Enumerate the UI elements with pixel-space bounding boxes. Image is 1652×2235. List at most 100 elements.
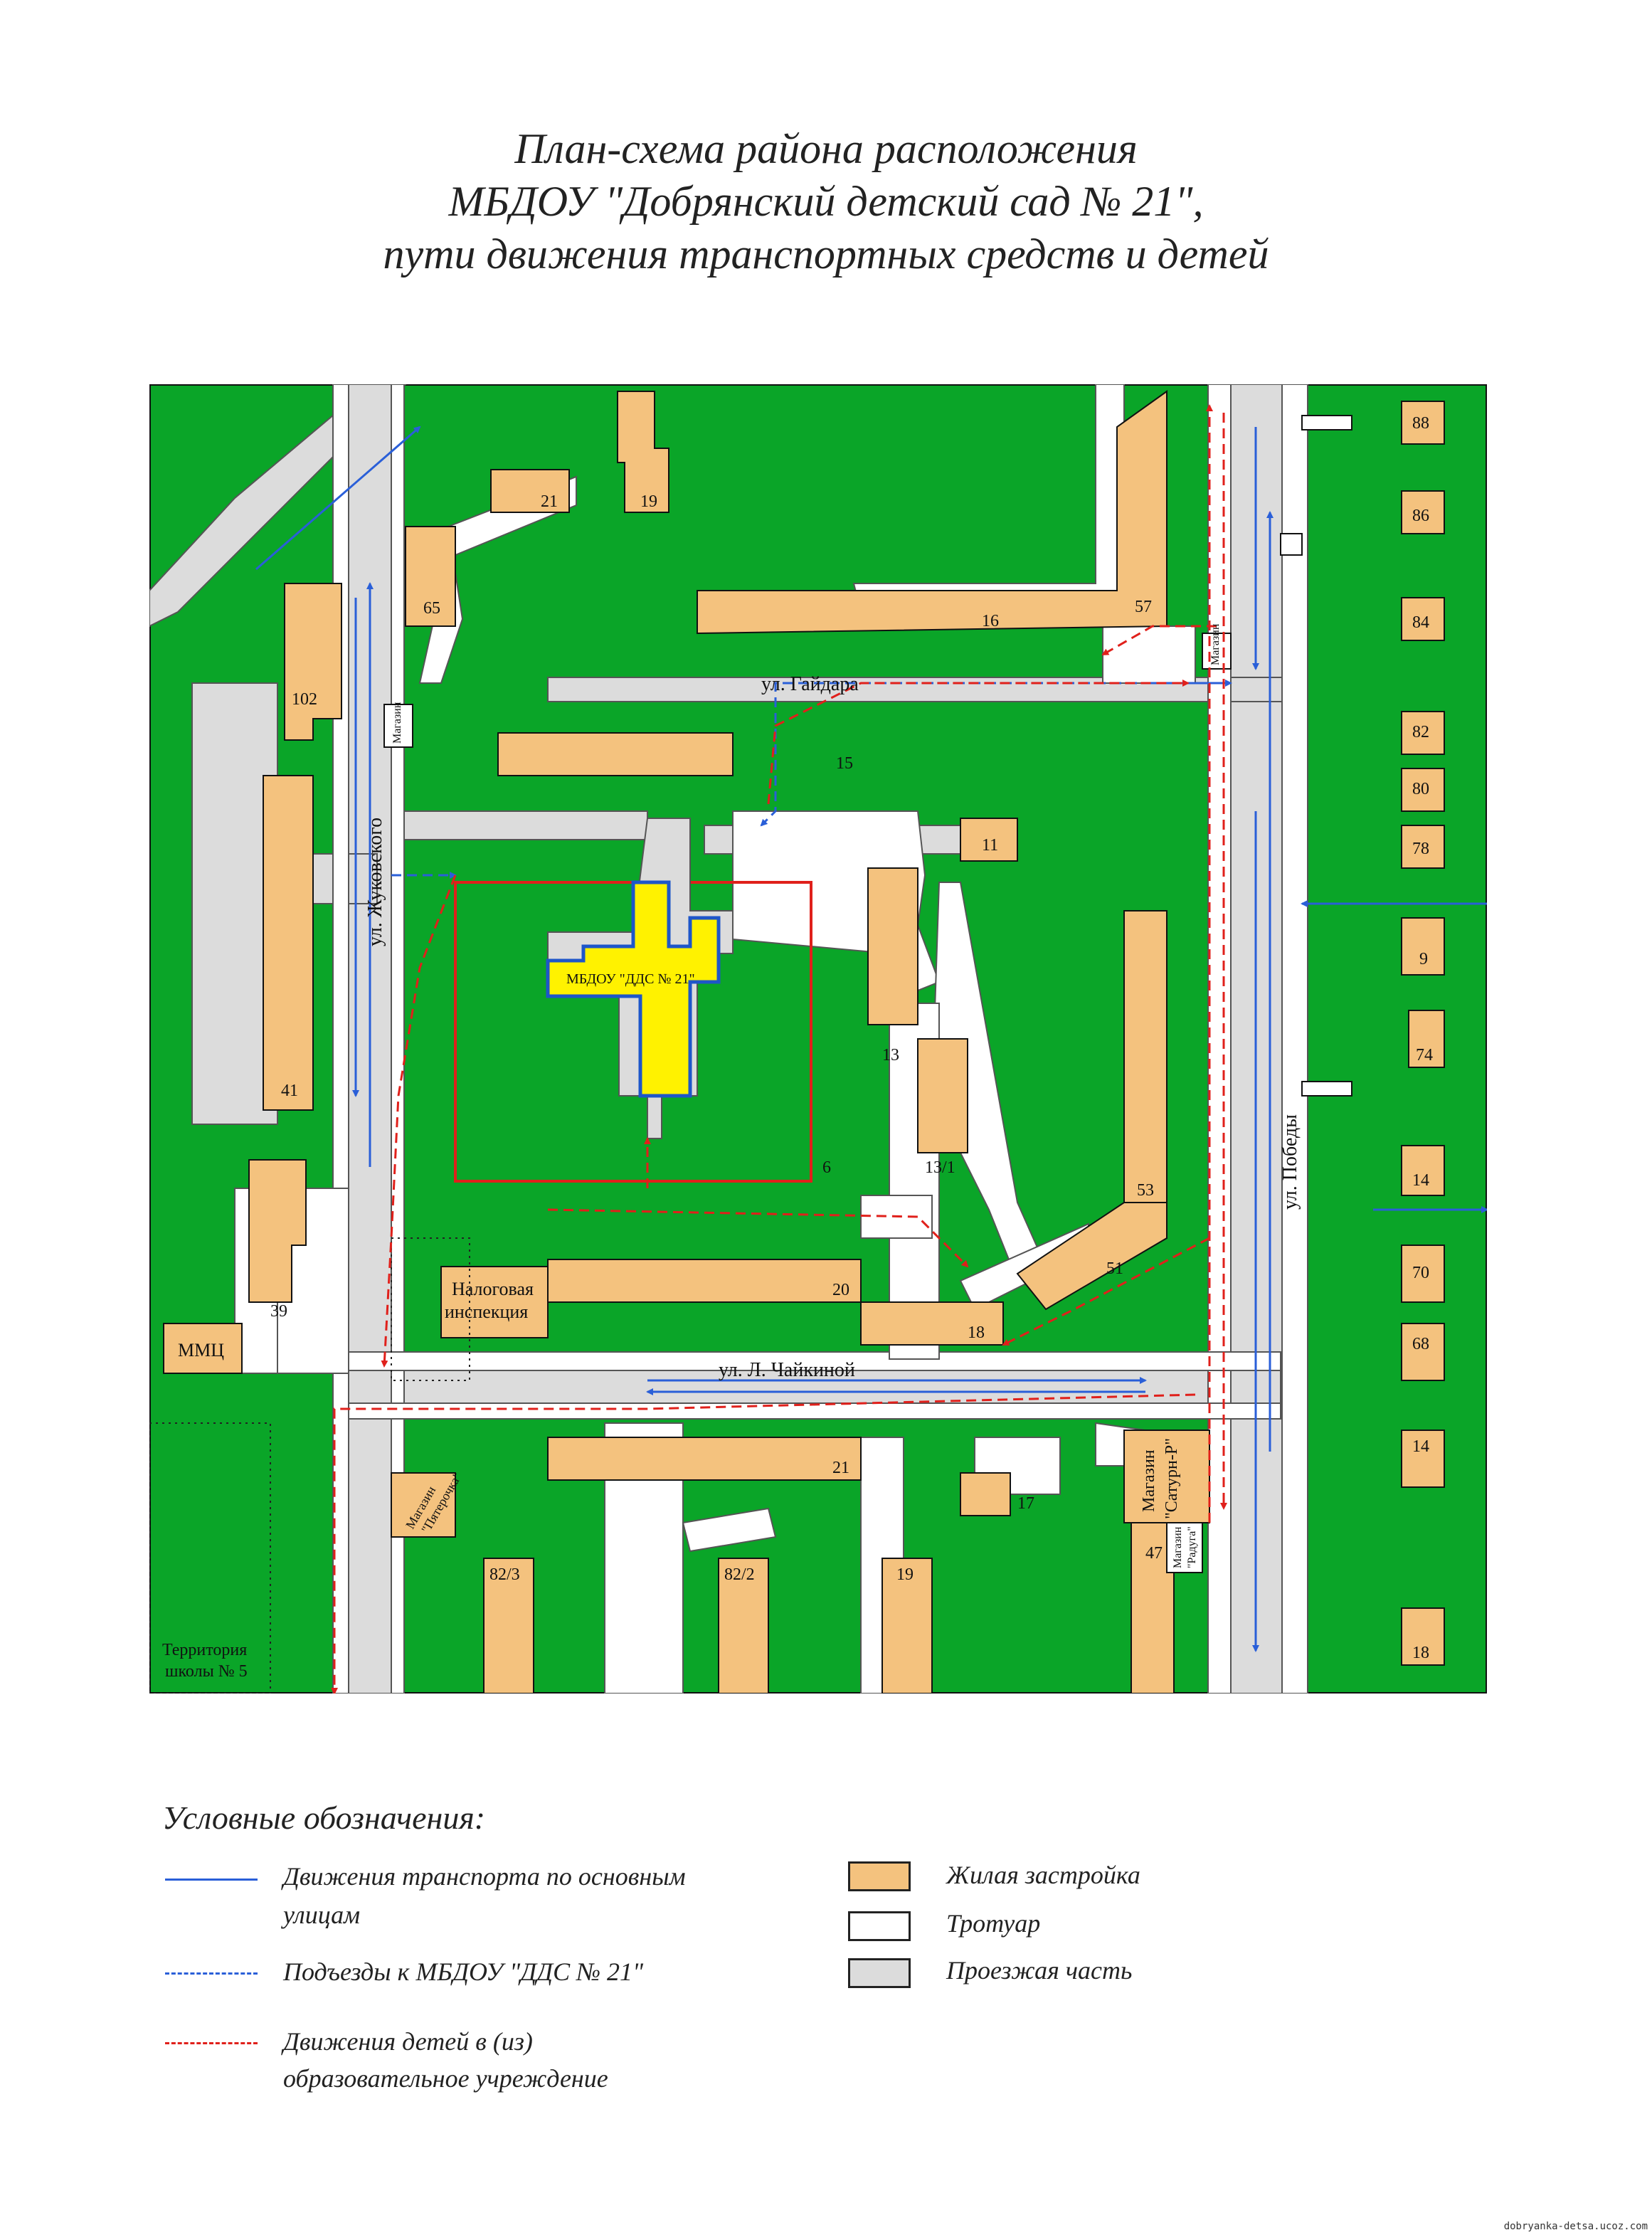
building-numbers: 21 19 65 57 16 88 86 84 102 15 82 80 78 … <box>270 414 1433 1662</box>
title-line-3: пути движения транспортных средств и дет… <box>383 231 1269 278</box>
legend-children-line <box>165 2042 258 2044</box>
building-74 <box>1408 1010 1445 1068</box>
num-82-2: 82/2 <box>724 1565 755 1584</box>
building-11 <box>960 818 1018 862</box>
children-route-shape <box>381 875 457 1368</box>
num-51: 51 <box>1106 1259 1123 1278</box>
children-route-shape <box>1002 1237 1210 1346</box>
num-86: 86 <box>1412 507 1429 525</box>
tax-label-2: инспекция <box>445 1301 528 1322</box>
num-17: 17 <box>1017 1494 1034 1513</box>
sidewalk-shape <box>1207 384 1232 1694</box>
num-20: 20 <box>832 1281 849 1299</box>
num-14-b: 14 <box>1412 1437 1429 1456</box>
num-13-1: 13/1 <box>925 1158 955 1177</box>
tax-fence <box>391 1237 470 1381</box>
small-structure-shape <box>1202 633 1232 670</box>
saturn-label-2: "Сатурн-Р" <box>1163 1438 1181 1519</box>
num-19-top: 19 <box>640 492 657 511</box>
num-19-low: 19 <box>896 1565 914 1584</box>
legend-approach-line <box>165 1972 258 1975</box>
num-16: 16 <box>982 612 999 630</box>
children-routes <box>331 404 1227 1694</box>
num-74: 74 <box>1416 1046 1433 1064</box>
school-label-2: школы № 5 <box>165 1662 248 1681</box>
roadway-shape <box>391 810 648 840</box>
num-21-low: 21 <box>832 1459 849 1477</box>
building-14-b <box>1401 1430 1445 1488</box>
school-fence <box>149 1422 271 1694</box>
pedestrian-crossing-shape <box>1301 415 1352 430</box>
building-51 <box>1016 1202 1167 1311</box>
num-82: 82 <box>1412 723 1429 741</box>
small-structure-shape <box>1166 1522 1203 1573</box>
building-88 <box>1401 401 1445 445</box>
building-17 <box>960 1472 1011 1516</box>
building-21-low <box>547 1437 862 1481</box>
building-19-low <box>881 1558 933 1694</box>
residential-buildings <box>163 390 1445 1694</box>
num-80: 80 <box>1412 780 1429 798</box>
legend-children-text-2: образовательное учреждение <box>283 2064 608 2093</box>
building-pyaterochka <box>391 1472 456 1538</box>
num-11: 11 <box>982 836 998 855</box>
num-84: 84 <box>1412 613 1429 632</box>
legend-transport-text-1: Движения транспорта по основным <box>283 1862 686 1891</box>
children-route-shape <box>331 1393 1196 1694</box>
num-14-a: 14 <box>1412 1171 1429 1190</box>
street-gaidara: ул. Гайдара <box>761 673 859 695</box>
legend-residential-swatch <box>848 1861 911 1891</box>
building-82 <box>1401 711 1445 755</box>
num-70: 70 <box>1412 1264 1429 1282</box>
building-82-3 <box>483 1558 534 1694</box>
building-19-top <box>617 391 669 513</box>
num-13: 13 <box>882 1046 899 1064</box>
building-78 <box>1401 825 1445 869</box>
building-65 <box>405 526 456 627</box>
building-102 <box>284 583 342 741</box>
building-80 <box>1401 768 1445 812</box>
building-13-1 <box>917 1038 968 1153</box>
building-20 <box>547 1259 862 1303</box>
building-70 <box>1401 1245 1445 1303</box>
num-15: 15 <box>836 754 853 773</box>
building-41 <box>263 775 314 1111</box>
legend-sidewalk-swatch <box>848 1911 911 1941</box>
small-structure-shape <box>1280 533 1303 556</box>
num-18-low: 18 <box>1412 1644 1429 1662</box>
legend-transport-text-2: улицам <box>283 1901 361 1929</box>
building-9 <box>1401 917 1445 976</box>
num-21-top: 21 <box>541 492 558 511</box>
num-9: 9 <box>1419 950 1428 968</box>
pedestrian-crossing-shape <box>1301 1081 1352 1097</box>
num-39: 39 <box>270 1302 287 1321</box>
building-18-low <box>1401 1607 1445 1666</box>
building-86 <box>1401 490 1445 534</box>
district-map: ул. Гайдара ул. Жуковского ул. Л. Чайкин… <box>149 384 1487 1694</box>
legend-roadway-text: Проезжая часть <box>946 1956 1133 1985</box>
building-13 <box>867 867 918 1025</box>
legend-transport-line <box>165 1879 258 1881</box>
legend-children-text-1: Движения детей в (из) <box>283 2027 533 2056</box>
title-line-2: МБДОУ "Добрянский детский сад № 21", <box>448 178 1204 225</box>
legend-approach-text: Подъезды к МБДОУ "ДДС № 21" <box>283 1957 644 1986</box>
legend-sidewalk-text: Тротуар <box>946 1909 1041 1938</box>
raduga-label-2: "Радуга" <box>1186 1526 1198 1568</box>
num-41: 41 <box>281 1082 298 1100</box>
num-6: 6 <box>822 1158 831 1177</box>
building-68 <box>1401 1323 1445 1381</box>
num-57: 57 <box>1135 598 1152 616</box>
children-route-shape <box>1101 625 1217 656</box>
building-21-top <box>490 469 570 513</box>
building-39 <box>248 1159 307 1303</box>
num-68: 68 <box>1412 1335 1429 1353</box>
sidewalk-shape <box>1281 384 1308 1694</box>
num-65: 65 <box>423 599 440 618</box>
num-53: 53 <box>1137 1181 1154 1200</box>
num-18-mid: 18 <box>968 1323 985 1342</box>
school-label-1: Территория <box>162 1641 247 1659</box>
transport-route-shape <box>255 426 421 571</box>
title-line-1: План-схема района расположения <box>514 125 1138 172</box>
legend-title: Условные обозначения: <box>162 1800 486 1836</box>
tax-label-1: Налоговая <box>452 1279 534 1299</box>
